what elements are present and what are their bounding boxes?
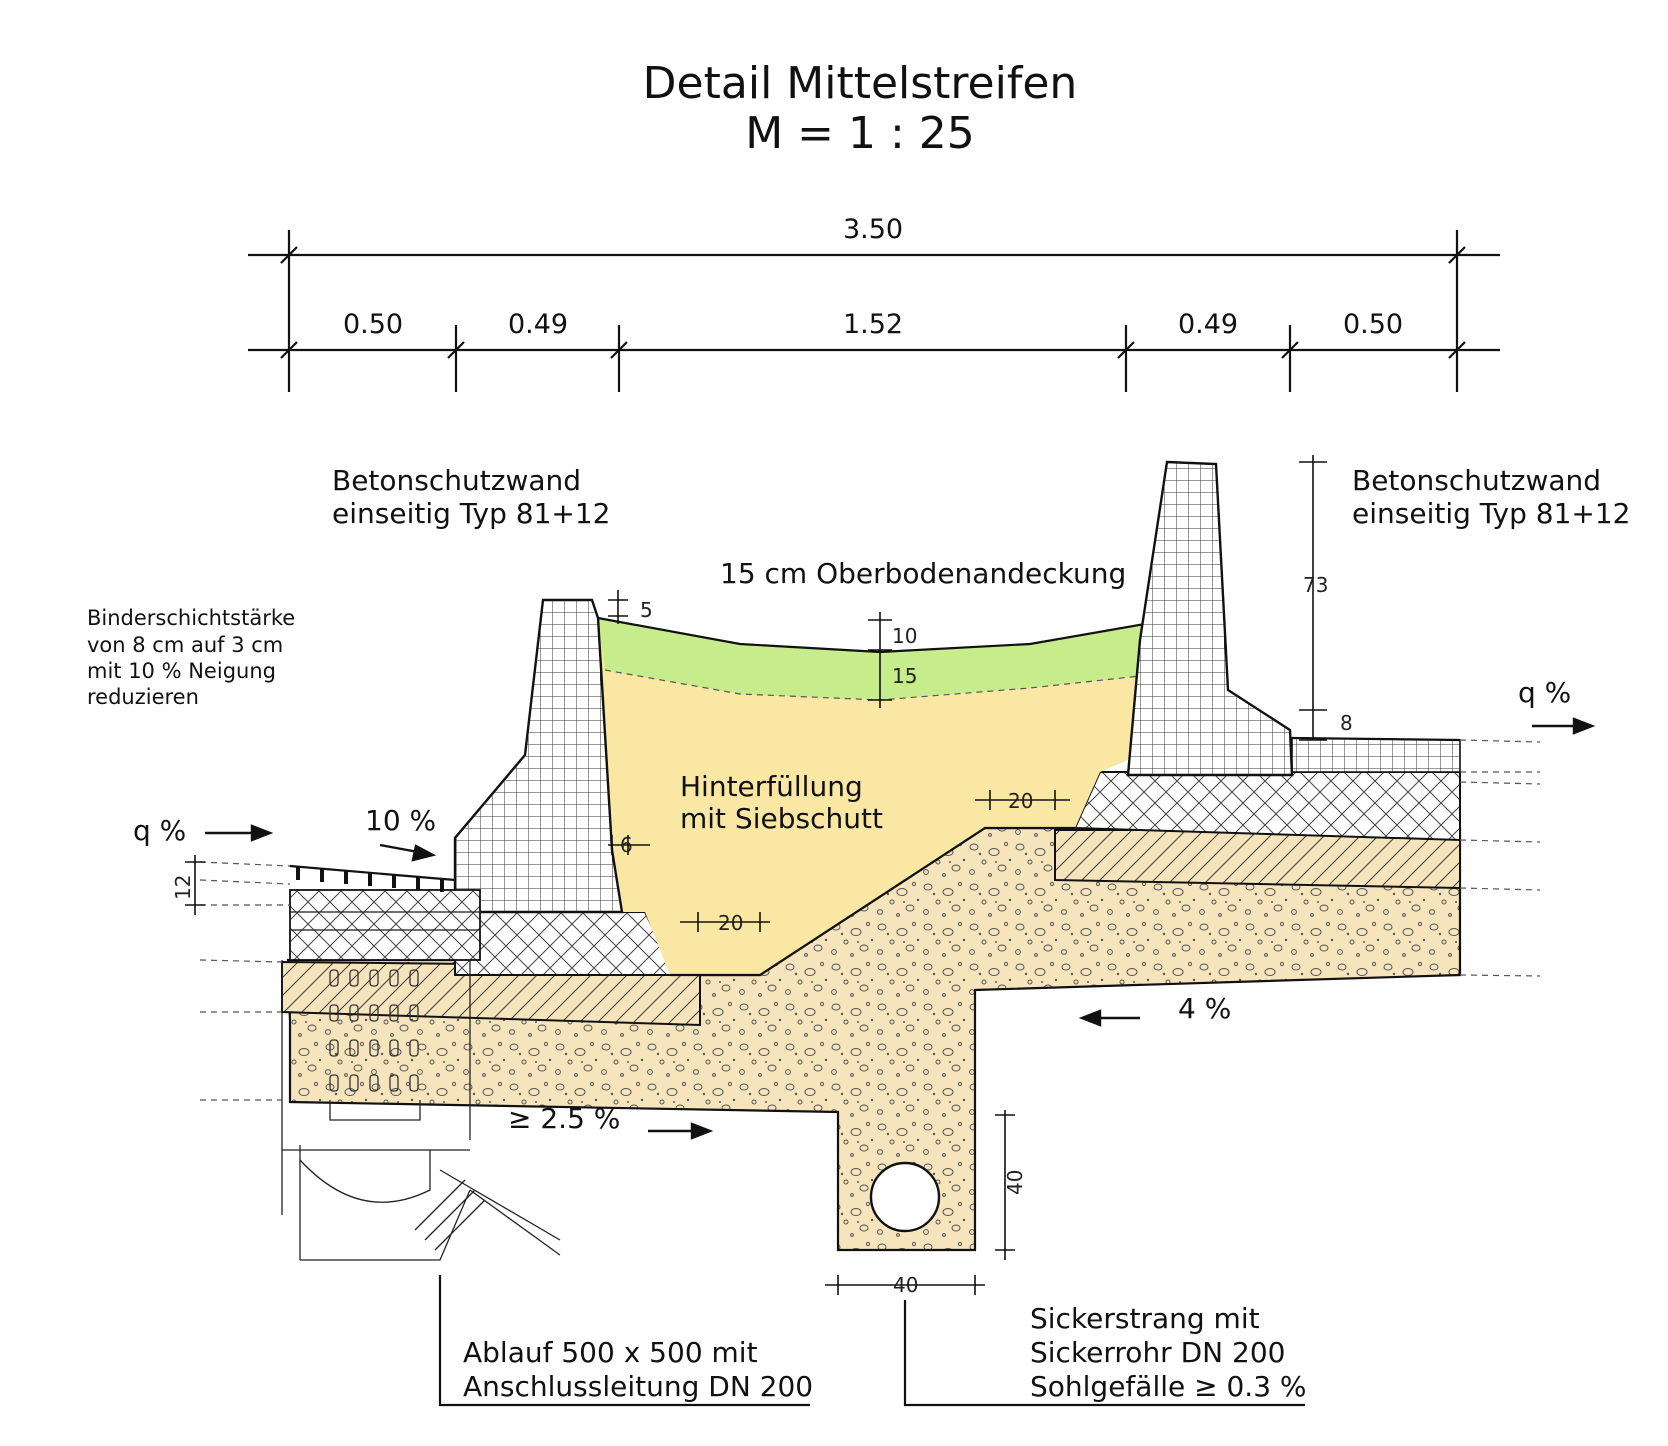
binder-note-2: von 8 cm auf 3 cm: [87, 633, 283, 657]
backfill-label-2: mit Siebschutt: [680, 802, 883, 835]
seep-label-3: Sohlgefälle ≥ 0.3 %: [1030, 1370, 1307, 1403]
measure-ticks: [185, 455, 1327, 1295]
title-line-1: Detail Mittelstreifen: [643, 58, 1078, 109]
topsoil-label: 15 cm Oberbodenandeckung: [720, 557, 1126, 590]
dim-seg-2: 0.49: [508, 309, 568, 340]
layer-extension-lines: [199, 739, 1541, 1101]
dim-total: 3.50: [843, 214, 903, 245]
slope-q-left: q %: [133, 814, 186, 847]
title-line-2: M = 1 : 25: [745, 108, 975, 159]
topsoil-layer: [598, 618, 1145, 700]
wall-right-label-1: Betonschutzwand: [1352, 464, 1601, 497]
dim-seg-5: 0.50: [1343, 309, 1403, 340]
wall-right-label-2: einseitig Typ 81+12: [1352, 497, 1630, 530]
slope-min: ≥ 2.5 %: [508, 1102, 620, 1135]
measure-40-horizontal: 40: [893, 1273, 918, 1297]
seep-label-1: Sickerstrang mit: [1030, 1302, 1260, 1335]
measure-20-bottom: 20: [718, 911, 743, 935]
left-base-course: [454, 911, 677, 976]
slope-four-pct: 4 %: [1178, 992, 1231, 1025]
dim-seg-4: 0.49: [1178, 309, 1238, 340]
binder-note-4: reduzieren: [87, 685, 199, 709]
drain-label-1: Ablauf 500 x 500 mit: [463, 1336, 758, 1369]
right-base-course: [1073, 771, 1461, 842]
seep-label-2: Sickerrohr DN 200: [1030, 1336, 1285, 1369]
left-concrete-wall: [453, 598, 624, 914]
backfill-siebschutt: [598, 618, 1145, 975]
dimension-chain: [248, 230, 1500, 392]
measure-8: 8: [1340, 711, 1353, 735]
seep-leader: [903, 1300, 1305, 1407]
right-concrete-wall: [1126, 460, 1294, 777]
measure-5: 5: [640, 598, 653, 622]
right-surface-layer: [1291, 737, 1461, 773]
binder-note-1: Binderschichtstärke: [87, 606, 295, 630]
dim-seg-1: 0.50: [343, 309, 403, 340]
measure-40-vertical: 40: [1003, 1170, 1027, 1195]
measure-12: 12: [171, 875, 195, 900]
wall-left-label-1: Betonschutzwand: [332, 464, 581, 497]
measure-20-right: 20: [1008, 789, 1033, 813]
drain-chamber: [281, 864, 561, 1261]
slope-q-right: q %: [1518, 676, 1571, 709]
dim-seg-3: 1.52: [843, 309, 903, 340]
wall-left-label-2: einseitig Typ 81+12: [332, 497, 610, 530]
backfill-label-1: Hinterfüllung: [680, 770, 863, 803]
slope-arrows: [205, 717, 1596, 1140]
binder-note-3: mit 10 % Neigung: [87, 659, 276, 683]
measure-6: 6: [620, 833, 633, 857]
seepage-pipe: [869, 1161, 941, 1233]
drain-leader: [438, 1275, 810, 1407]
measure-73: 73: [1303, 573, 1328, 597]
measure-10: 10: [892, 624, 917, 648]
measure-15: 15: [892, 664, 917, 688]
slope-ten-pct: 10 %: [365, 804, 436, 837]
drain-label-2: Anschlussleitung DN 200: [463, 1370, 813, 1403]
